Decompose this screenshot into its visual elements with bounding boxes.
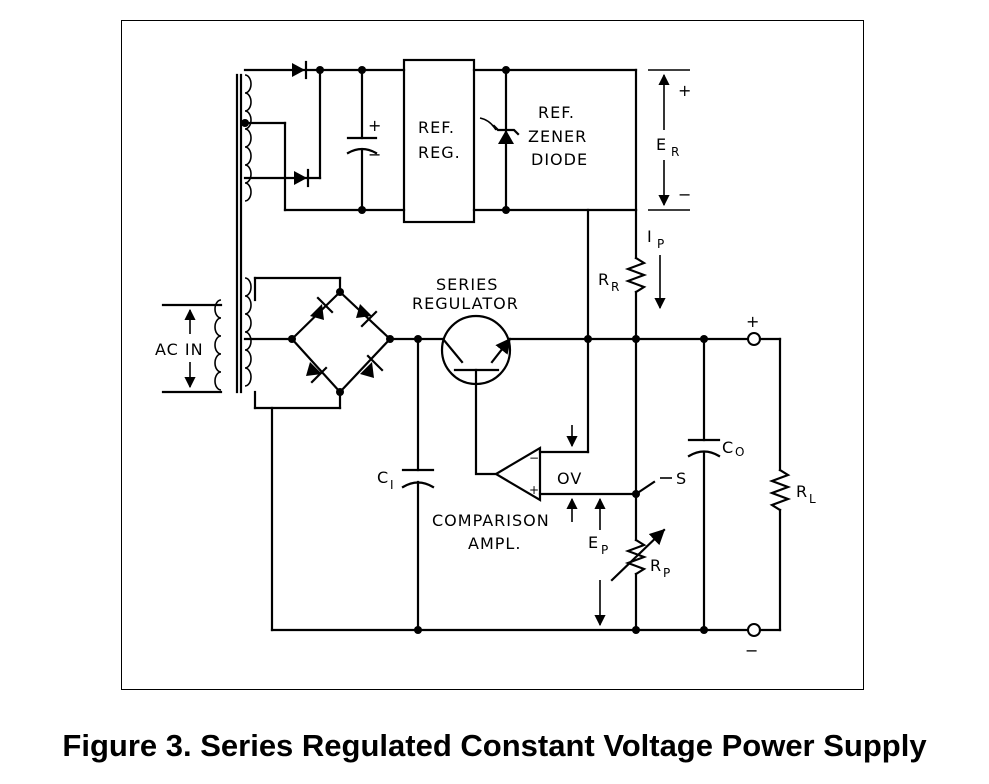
- comparison-amplifier: − +: [474, 446, 542, 502]
- ep-label: E: [588, 533, 599, 552]
- ref-cap-plus: +: [368, 116, 382, 135]
- ac-input: AC IN: [155, 303, 223, 394]
- ip-label-sub: P: [657, 237, 664, 251]
- ref-cap-minus: −: [368, 145, 382, 164]
- output-plus-label: +: [746, 312, 760, 331]
- co-label: C: [722, 438, 734, 457]
- ref-zener-label-3: DIODE: [531, 150, 588, 169]
- diagram-frame: [121, 20, 864, 690]
- rr-label-sub: R: [611, 280, 619, 294]
- series-regulator-transistor: [440, 314, 512, 474]
- rr-label: R: [598, 270, 610, 289]
- ref-zener-label-2: ZENER: [528, 127, 587, 146]
- ref-diode-bottom: [294, 168, 310, 188]
- ref-zener-label-1: REF.: [538, 103, 575, 122]
- ip-label: I: [647, 227, 653, 246]
- output-plus-terminal: [747, 332, 761, 346]
- comp-amp-label-2: AMPL.: [468, 534, 521, 553]
- rp-label-sub: P: [663, 566, 670, 580]
- comp-amp-label-1: COMPARISON: [432, 511, 550, 530]
- ref-reg-block: [402, 58, 476, 224]
- ov-label: OV: [557, 469, 582, 488]
- transformer: [214, 73, 252, 394]
- ref-diode-top: [292, 60, 308, 80]
- zener-diode-icon: [479, 117, 520, 144]
- svg-text:−: −: [529, 451, 539, 465]
- svg-text:+: +: [529, 483, 539, 497]
- reference-supply: + − REF. REG. REF. ZENER DIO: [241, 58, 692, 224]
- er-minus: −: [678, 185, 692, 204]
- er-plus: +: [678, 81, 692, 100]
- switch-label: S: [676, 469, 687, 488]
- series-reg-label-2: REGULATOR: [412, 294, 519, 313]
- ref-reg-label-2: REG.: [418, 143, 461, 162]
- er-label: E: [656, 135, 667, 154]
- figure-caption: Figure 3. Series Regulated Constant Volt…: [62, 728, 927, 763]
- series-reg-label-1: SERIES: [436, 275, 498, 294]
- co-label-sub: O: [735, 445, 744, 459]
- main-circuit: C I SERIES REGULATOR R R I P: [270, 208, 816, 660]
- rl-label-sub: L: [809, 492, 816, 506]
- ep-label-sub: P: [601, 543, 608, 557]
- output-minus-label: −: [745, 641, 759, 660]
- ci-label-sub: I: [390, 478, 394, 492]
- rp-label: R: [650, 556, 662, 575]
- ci-label: C: [377, 468, 389, 487]
- rl-label: R: [796, 482, 808, 501]
- output-minus-terminal: [747, 623, 761, 637]
- er-label-sub: R: [671, 145, 679, 159]
- bridge-rectifier: [243, 276, 394, 410]
- ref-reg-label-1: REF.: [418, 118, 455, 137]
- ac-in-label: AC IN: [155, 340, 204, 359]
